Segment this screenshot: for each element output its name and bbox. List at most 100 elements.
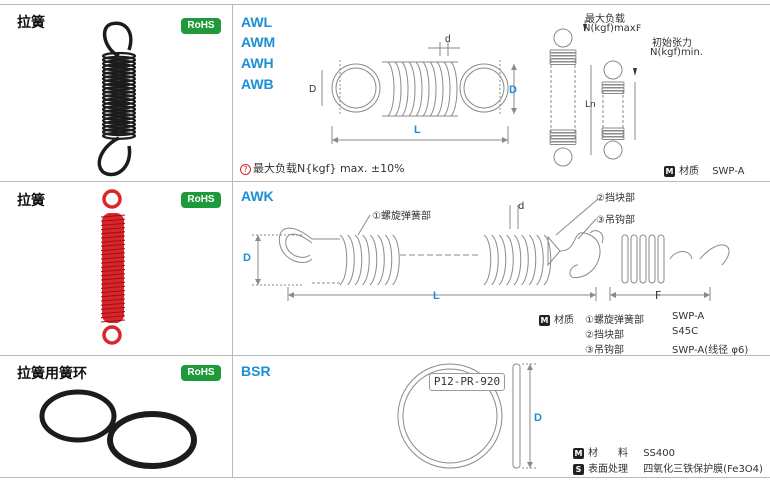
max-load-note-text: 最大负载N{kgf} max. ±10%	[253, 162, 405, 175]
coil-turn	[101, 51, 137, 61]
coil-turn	[100, 315, 126, 319]
category-label: 拉簧	[17, 193, 45, 209]
series-code-awm: AWM	[241, 34, 276, 50]
coil-turn	[630, 234, 638, 284]
dim-f: F	[655, 289, 662, 302]
row-divider	[0, 181, 770, 182]
coil-turn	[101, 124, 137, 133]
coil-turn	[392, 234, 400, 286]
coil-turn	[384, 234, 393, 286]
material-part: ③吊钩部	[585, 345, 624, 356]
coil-turn	[339, 234, 348, 286]
coil-turn	[100, 227, 126, 231]
dim-d-wire: d	[518, 201, 525, 212]
coil-turn	[601, 130, 625, 134]
row2-material-head: M 材质	[539, 311, 574, 326]
surface-label: 表面处理	[588, 464, 628, 475]
coil-turn	[101, 105, 137, 114]
dim-d-right: D	[509, 84, 517, 96]
coil-turn	[100, 243, 126, 247]
coil-turn	[100, 285, 126, 289]
coil-turn	[513, 234, 522, 286]
coil-turn	[101, 127, 137, 137]
dim-d-left: D	[309, 84, 317, 95]
coil-turn	[101, 67, 137, 76]
coil-turn	[362, 234, 370, 286]
coil-turn	[506, 234, 514, 286]
row-divider	[0, 4, 770, 5]
material-value: SS400	[643, 448, 675, 459]
coil-turn	[100, 273, 126, 277]
coil-turn	[100, 214, 126, 218]
coil-turn	[549, 55, 577, 59]
coil-turn	[549, 61, 577, 65]
coil-turn	[549, 141, 577, 145]
material-m-icon: M	[664, 165, 675, 177]
coil-turn	[100, 319, 126, 323]
part-number-tag: P12-PR-920	[429, 373, 505, 391]
material-label: 材质	[554, 315, 574, 326]
coil-turn	[621, 234, 629, 284]
coil-turn	[549, 138, 577, 142]
series-code-awb: AWB	[241, 76, 274, 92]
coil-turn	[543, 234, 552, 286]
callout-stopper: ②挡块部	[596, 193, 635, 204]
dim-ln: Ln	[585, 100, 596, 110]
coil-turn	[549, 58, 577, 62]
coil-turn	[101, 101, 137, 110]
coil-turn	[100, 222, 126, 226]
rohs-badge: RoHS	[181, 192, 221, 208]
callout-hook: ③吊钩部	[596, 215, 635, 226]
coil-turn	[601, 87, 625, 91]
dim-l: L	[414, 124, 421, 136]
coil-turn	[528, 234, 537, 286]
coil-turn	[101, 112, 137, 121]
coil-turn	[601, 81, 625, 85]
coil-turn	[601, 84, 625, 88]
coil-turn	[536, 234, 544, 286]
coil-turn	[101, 63, 137, 72]
coil-turn	[491, 234, 499, 286]
column-divider	[232, 4, 233, 477]
material-value: SWP-A	[712, 166, 745, 177]
material-part: ①螺旋弹簧部	[585, 315, 644, 326]
row-divider	[0, 355, 770, 356]
coil-turn	[601, 136, 625, 140]
coil-turn	[101, 55, 137, 64]
coil-turn	[601, 133, 625, 137]
coil-turn	[100, 290, 126, 294]
coil-turn	[415, 61, 423, 117]
coil-turn	[100, 302, 126, 306]
stopper-cone	[669, 251, 693, 260]
series-code-bsr: BSR	[241, 363, 271, 379]
load-diagram-drawing	[549, 20, 637, 167]
dim-d-ring: D	[534, 412, 542, 424]
coil-turn	[100, 239, 126, 243]
coil-turn	[549, 52, 577, 56]
material-value: SWP-A	[672, 311, 705, 322]
coil-turn	[100, 269, 126, 273]
dim-d: d	[445, 34, 451, 45]
material-m-icon: M	[539, 314, 550, 326]
info-bulb-icon: ?	[240, 163, 251, 175]
coil-turn	[549, 49, 577, 53]
awl-dimension-drawing	[321, 42, 517, 144]
rohs-badge: RoHS	[181, 365, 221, 381]
awk-dimension-drawing	[252, 198, 730, 301]
red-extension-spring-photo	[100, 189, 126, 345]
coil-turn	[101, 74, 137, 83]
dim-f: F	[636, 24, 642, 34]
coil-turn	[101, 78, 137, 87]
coil-turn	[101, 89, 137, 99]
dim-d-outer: D	[243, 252, 251, 264]
coil-turn	[100, 281, 126, 285]
coil-turn	[100, 252, 126, 256]
coil-turn	[369, 234, 378, 286]
callout-coil: ①螺旋弹簧部	[372, 211, 431, 222]
coil-turn	[408, 61, 416, 117]
coil-turn	[101, 97, 137, 106]
